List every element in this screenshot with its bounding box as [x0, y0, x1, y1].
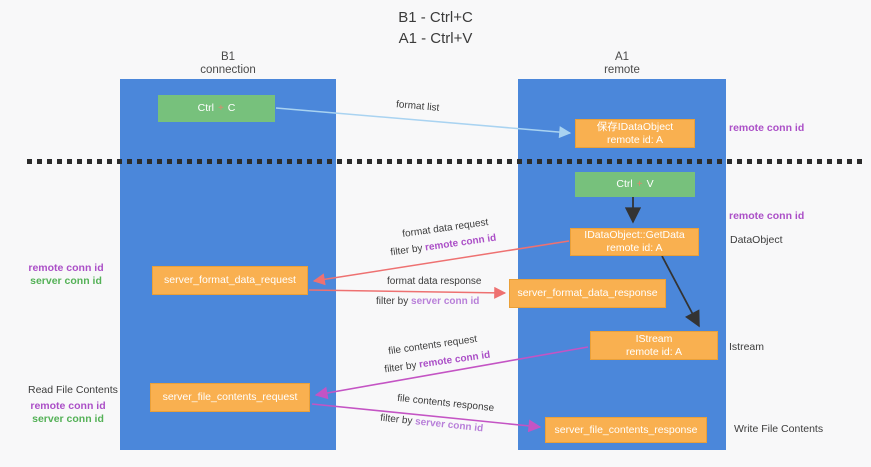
- label-file-contents-response: file contents response: [396, 392, 495, 415]
- diagram-title: B1 - Ctrl+C A1 - Ctrl+V: [0, 7, 871, 49]
- label-remote-conn-id-left-1: remote conn id: [28, 262, 104, 274]
- box-line: server_file_contents_response: [554, 423, 698, 436]
- column-a1-subtitle: remote: [604, 64, 640, 76]
- label-write-file-contents: Write File Contents: [734, 423, 824, 435]
- plus-sign: +: [636, 179, 643, 190]
- box-idataobject-getdata: IDataObject::GetData remote id: A: [570, 228, 699, 256]
- left-conn-ids-file: remote conn id server conn id: [24, 400, 112, 426]
- ctrl-c-key: Ctrl: [197, 102, 214, 114]
- arrow-format-data-response: [308, 286, 507, 299]
- column-b1-name: B1: [220, 51, 236, 63]
- box-line: server_file_contents_request: [162, 391, 298, 403]
- label-server-conn-id-left-2: server conn id: [32, 413, 104, 425]
- column-header-b1: B1 connection: [120, 51, 336, 77]
- filter-prefix: filter by: [383, 359, 420, 376]
- filter-target-remote: remote conn id: [418, 349, 491, 371]
- left-conn-ids-format: remote conn id server conn id: [22, 262, 110, 288]
- clipboard-divider-dashed-line: [27, 159, 863, 164]
- filter-prefix: filter by: [376, 296, 412, 307]
- box-istream: IStream remote id: A: [590, 331, 718, 360]
- box-line: server_format_data_response: [517, 287, 658, 299]
- label-filter-by-server-2: filter by server conn id: [380, 413, 484, 435]
- label-remote-conn-id-right-mid: remote conn id: [729, 210, 805, 222]
- column-header-a1: A1 remote: [518, 51, 726, 77]
- ctrl-v-key: Ctrl: [616, 178, 633, 190]
- plus-sign: +: [217, 103, 224, 114]
- label-remote-conn-id-left-2: remote conn id: [30, 400, 106, 412]
- box-line: 保存IDataObject: [596, 120, 674, 133]
- box-server-file-contents-response: server_file_contents_response: [545, 417, 707, 443]
- box-server-file-contents-request: server_file_contents_request: [150, 383, 310, 412]
- box-ctrl-v: Ctrl+V: [575, 172, 695, 197]
- label-server-conn-id-left-1: server conn id: [30, 275, 102, 287]
- box-server-format-data-response: server_format_data_response: [509, 279, 666, 308]
- box-line: IDataObject::GetData: [584, 229, 685, 241]
- label-read-file-contents: Read File Contents: [28, 384, 118, 396]
- box-line: remote id: A: [625, 345, 683, 358]
- label-remote-conn-id-right-top: remote conn id: [729, 122, 805, 134]
- title-line-2: A1 - Ctrl+V: [398, 30, 473, 47]
- filter-target-remote: remote conn id: [424, 232, 497, 254]
- filter-prefix: filter by: [379, 412, 416, 428]
- box-line: server_format_data_request: [164, 274, 296, 286]
- ctrl-c-letter: C: [227, 102, 236, 114]
- title-line-1: B1 - Ctrl+C: [398, 9, 473, 26]
- ctrl-v-letter: V: [646, 178, 654, 190]
- label-format-data-response: format data response: [387, 276, 482, 287]
- label-filter-by-server-1: filter by server conn id: [376, 296, 479, 307]
- box-ctrl-c: Ctrl+C: [158, 95, 275, 122]
- filter-prefix: filter by: [389, 242, 426, 259]
- filter-target-server: server conn id: [414, 416, 484, 435]
- label-istream: Istream: [729, 341, 765, 353]
- box-save-idataobject: 保存IDataObject remote id: A: [575, 119, 695, 148]
- filter-target-server: server conn id: [411, 296, 480, 307]
- label-format-list: format list: [395, 99, 440, 114]
- column-a1-name: A1: [614, 51, 630, 63]
- box-line: IStream: [635, 332, 673, 345]
- box-line: remote id: A: [606, 242, 663, 254]
- column-b1-subtitle: connection: [200, 64, 256, 76]
- label-dataobject: DataObject: [730, 234, 783, 246]
- box-line: remote id: A: [606, 133, 664, 146]
- box-server-format-data-request: server_format_data_request: [152, 266, 308, 295]
